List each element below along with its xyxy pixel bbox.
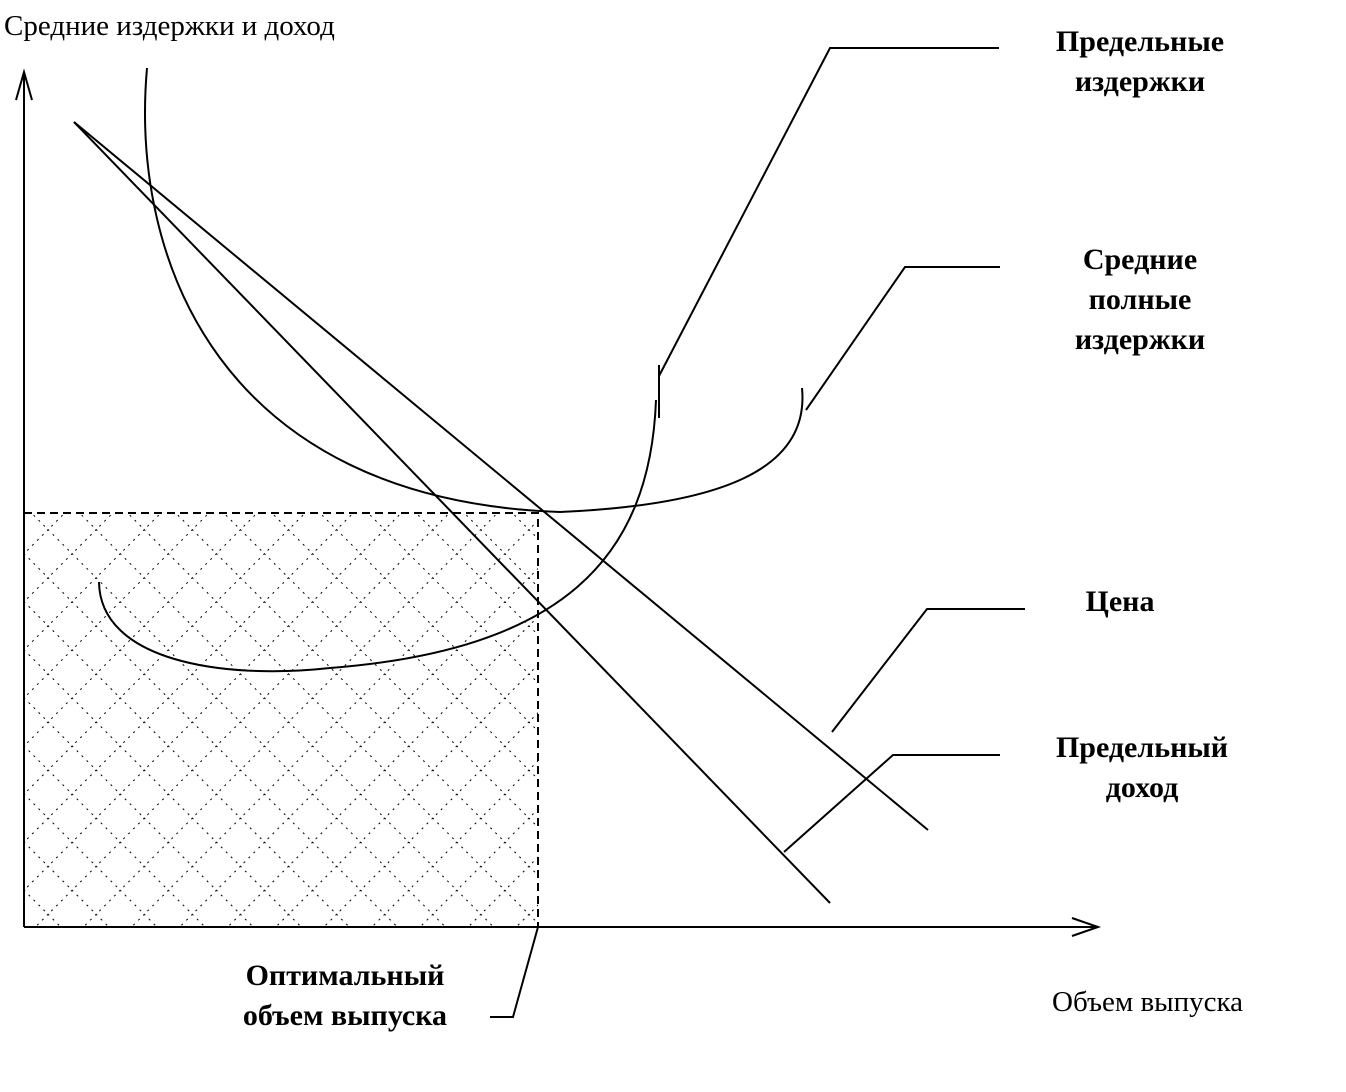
label-average-total-cost: Средние полные издержки (1074, 243, 1206, 356)
label-marginal-revenue: Предельный доход (1055, 731, 1229, 804)
marginal-cost-curve (98, 399, 657, 673)
leader-optimal-output (490, 926, 539, 1018)
price-line (73, 121, 929, 831)
shaded-area (24, 513, 538, 927)
marginal-revenue-line (73, 121, 831, 904)
leader-marginal-cost (658, 47, 999, 377)
leader-average-total-cost (805, 266, 1000, 411)
label-optimal-output: Оптимальный объем выпуска (242, 959, 448, 1032)
x-axis-arrow (1071, 917, 1102, 937)
label-price: Цена (1085, 585, 1155, 618)
average-total-cost-curve (144, 67, 804, 514)
leader-marginal-revenue (783, 754, 1000, 853)
leader-price (831, 608, 1025, 733)
x-axis-title: Объем выпуска (1052, 986, 1244, 1018)
label-marginal-cost: Предельные издержки (1055, 25, 1225, 98)
y-axis-title: Средние издержки и доход (4, 10, 335, 42)
optimal-dashed-lines (24, 512, 539, 927)
y-axis-arrow (15, 68, 33, 101)
